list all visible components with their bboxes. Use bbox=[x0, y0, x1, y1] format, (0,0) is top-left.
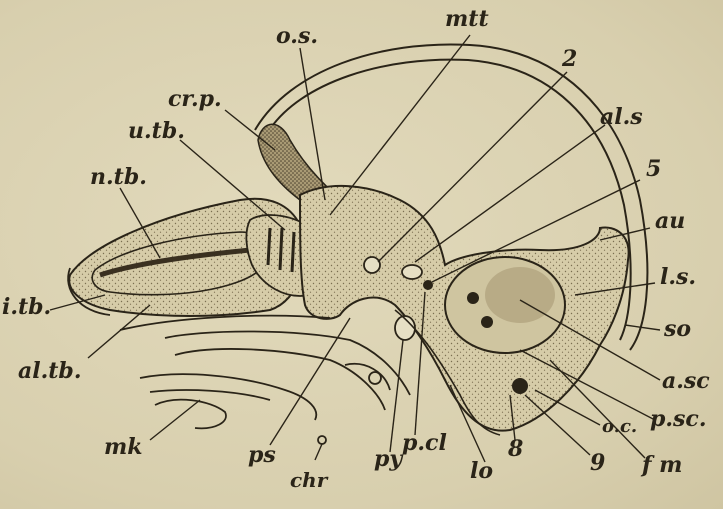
label-os: o.s. bbox=[276, 25, 318, 47]
label-asc: a.sc bbox=[662, 370, 710, 392]
label-9: 9 bbox=[590, 452, 605, 474]
label-itb: i.tb. bbox=[2, 296, 51, 318]
label-fm: f m bbox=[642, 454, 682, 476]
label-altb: al.tb. bbox=[18, 360, 81, 382]
label-oc: o.c. bbox=[602, 418, 637, 436]
label-utb: u.tb. bbox=[128, 120, 185, 142]
label-so: so bbox=[664, 318, 691, 340]
label-crp: cr.p. bbox=[168, 88, 222, 110]
label-lo: lo bbox=[470, 460, 493, 482]
label-chr: chr bbox=[290, 470, 327, 490]
label-pcl: p.cl bbox=[402, 432, 447, 454]
label-mk: mk bbox=[104, 436, 143, 458]
label-ntb: n.tb. bbox=[90, 166, 147, 188]
label-py: py bbox=[374, 448, 402, 470]
label-5: 5 bbox=[646, 158, 661, 180]
label-8: 8 bbox=[508, 438, 523, 460]
label-als: al.s bbox=[600, 106, 643, 128]
label-psc: p.sc. bbox=[650, 408, 706, 430]
label-ls: l.s. bbox=[660, 266, 696, 288]
label-au: au bbox=[655, 210, 685, 232]
label-ps: ps bbox=[248, 444, 276, 466]
label-mtt: mtt bbox=[445, 8, 489, 30]
label-2: 2 bbox=[562, 48, 577, 70]
